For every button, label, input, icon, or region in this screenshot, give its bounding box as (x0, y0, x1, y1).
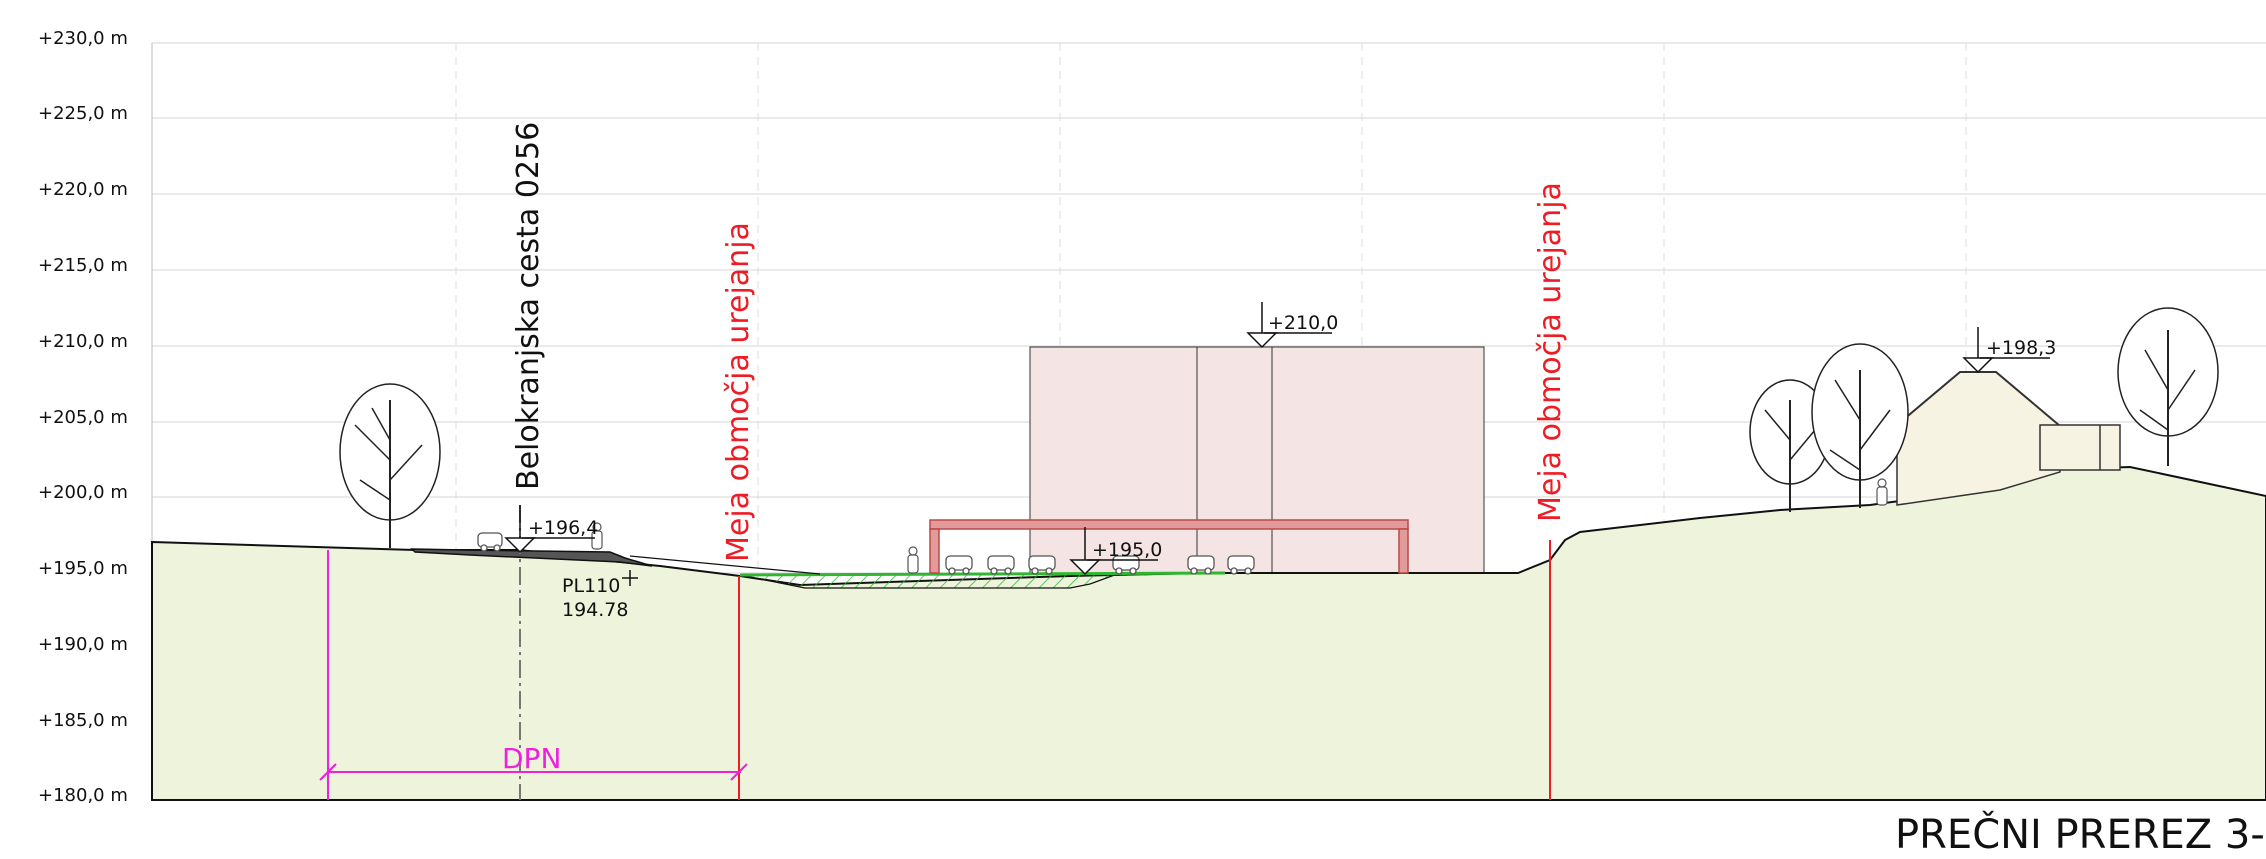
boundary-left-label: Meja območja urejanja (721, 222, 756, 562)
level-marker-house (1962, 327, 2050, 374)
y-tick-label: +190,0 m (38, 634, 128, 655)
y-tick-label: +220,0 m (38, 179, 128, 200)
level-parking-text: +195,0 (1092, 539, 1162, 561)
car-icons (477, 532, 1255, 575)
tree-icon (339, 383, 441, 548)
y-tick-label: +200,0 m (38, 482, 128, 503)
car-icon (987, 555, 1015, 575)
y-tick-label: +210,0 m (38, 331, 128, 352)
car-icon (945, 555, 973, 575)
tree-icon (1749, 379, 1831, 512)
level-marker-road (504, 505, 595, 554)
tree-icon (2117, 307, 2219, 466)
y-tick-label: +180,0 m (38, 785, 128, 806)
road (410, 505, 821, 800)
y-axis-labels: +230,0 m +225,0 m +220,0 m +215,0 m +210… (38, 28, 128, 806)
y-tick-label: +225,0 m (38, 103, 128, 124)
y-tick-label: +195,0 m (38, 558, 128, 579)
person-icon (1876, 478, 1888, 506)
car-icon (1227, 555, 1255, 575)
green-parking-area (739, 571, 1226, 589)
car-icon (1028, 555, 1056, 575)
survey-point-marker (622, 570, 638, 586)
dpn-dimension (319, 550, 748, 800)
section-title: PREČNI PREREZ 3-3 (1895, 810, 2266, 858)
person-icon (591, 522, 603, 550)
person-icon (907, 546, 919, 574)
survey-point-name: PL110 (562, 575, 620, 597)
parking-canopy (929, 519, 1409, 574)
road-name-label: Belokranjska cesta 0256 (511, 122, 546, 490)
car-icon (477, 532, 503, 552)
level-house-text: +198,3 (1986, 337, 2056, 359)
tree-icons (339, 307, 2219, 548)
y-tick-label: +230,0 m (38, 28, 128, 49)
survey-point-value: 194.78 (562, 599, 628, 621)
level-marker-parking (1069, 527, 1158, 576)
level-road-text: +196,4 (528, 517, 598, 539)
person-icons (591, 478, 1888, 574)
y-tick-label: +205,0 m (38, 407, 128, 428)
dpn-label: DPN (502, 742, 561, 775)
y-tick-label: +185,0 m (38, 710, 128, 731)
level-building-text: +210,0 (1268, 312, 1338, 334)
boundary-right-label: Meja območja urejanja (1533, 182, 1568, 522)
house (1896, 371, 2121, 506)
y-tick-label: +215,0 m (38, 255, 128, 276)
tree-icon (1811, 343, 1909, 508)
car-icon (1187, 555, 1215, 575)
level-marker-building (1246, 302, 1332, 349)
